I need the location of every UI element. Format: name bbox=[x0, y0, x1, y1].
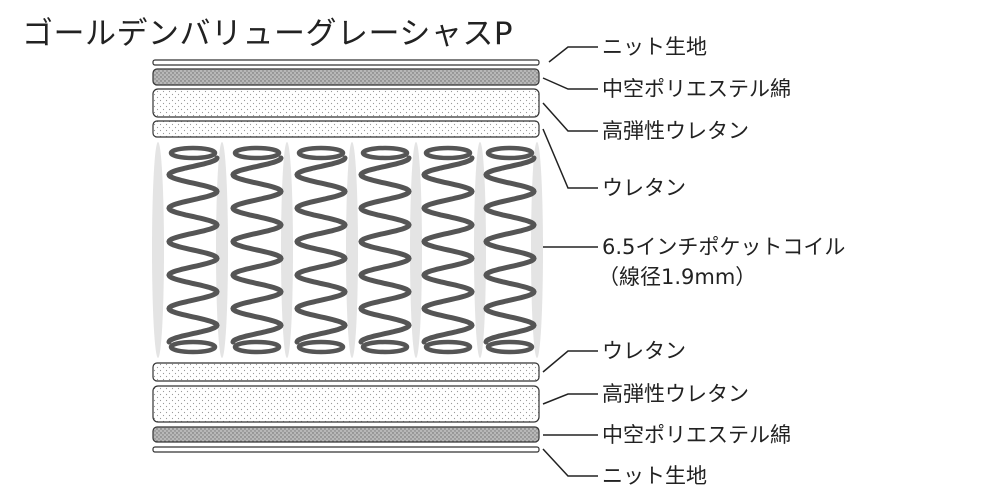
pocket-separator bbox=[346, 142, 358, 358]
label-bottom-knit: ニット生地 bbox=[602, 464, 707, 488]
coil-end-loop bbox=[232, 145, 282, 161]
leader-top-polyester bbox=[542, 77, 598, 90]
top-high-urethane-layer bbox=[152, 88, 540, 118]
pocket-coil-block bbox=[152, 142, 543, 358]
top-polyester-layer bbox=[152, 68, 540, 86]
leader-top-urethane bbox=[542, 128, 598, 189]
coil-spring bbox=[166, 155, 220, 345]
pocket-separator bbox=[152, 142, 164, 358]
leader-top-knit bbox=[548, 46, 598, 63]
pocket-separator bbox=[531, 142, 543, 358]
coil-spring bbox=[358, 155, 412, 345]
coil-end-loop bbox=[296, 145, 346, 161]
pocket-separator bbox=[474, 142, 486, 358]
label-coil: 6.5インチポケットコイル bbox=[602, 235, 846, 259]
leader-bottom-high-urethane bbox=[542, 393, 598, 405]
bottom-urethane-layer bbox=[152, 362, 540, 382]
coil-end-loop bbox=[485, 339, 535, 355]
coil-end-loop bbox=[168, 339, 218, 355]
label-bottom-urethane: ウレタン bbox=[602, 339, 686, 363]
label-coil-detail: （線径1.9mm） bbox=[598, 265, 757, 289]
pocket-separator bbox=[216, 142, 228, 358]
coil-end-loop bbox=[296, 339, 346, 355]
top-knit-layer bbox=[152, 59, 540, 66]
coil-spring bbox=[230, 155, 284, 345]
top-urethane-layer bbox=[152, 120, 540, 138]
coil-end-loop bbox=[360, 145, 410, 161]
coil-spring bbox=[483, 155, 537, 345]
label-bottom-polyester: 中空ポリエステル綿 bbox=[602, 423, 791, 447]
leader-top-high-urethane bbox=[542, 102, 598, 132]
leader-bottom-knit bbox=[542, 448, 598, 477]
coil-end-loop bbox=[232, 339, 282, 355]
coil-end-loop bbox=[485, 145, 535, 161]
coil-end-loop bbox=[423, 145, 473, 161]
label-bottom-high-urethane: 高弾性ウレタン bbox=[602, 382, 749, 406]
leader-bottom-urethane bbox=[542, 350, 598, 373]
coil-end-loop bbox=[168, 145, 218, 161]
bottom-high-urethane-layer bbox=[152, 385, 540, 423]
coil-spring bbox=[421, 155, 475, 345]
coil-spring bbox=[294, 155, 348, 345]
pocket-separator bbox=[410, 142, 422, 358]
coil-end-loop bbox=[360, 339, 410, 355]
bottom-knit-layer bbox=[152, 446, 540, 453]
label-top-knit: ニット生地 bbox=[602, 35, 707, 59]
label-top-polyester: 中空ポリエステル綿 bbox=[602, 77, 791, 101]
label-top-urethane: ウレタン bbox=[602, 176, 686, 200]
label-top-high-urethane: 高弾性ウレタン bbox=[602, 119, 749, 143]
bottom-polyester-layer bbox=[152, 426, 540, 443]
product-title: ゴールデンバリューグレーシャスP bbox=[22, 16, 514, 52]
coil-end-loop bbox=[423, 339, 473, 355]
pocket-separator bbox=[281, 142, 293, 358]
